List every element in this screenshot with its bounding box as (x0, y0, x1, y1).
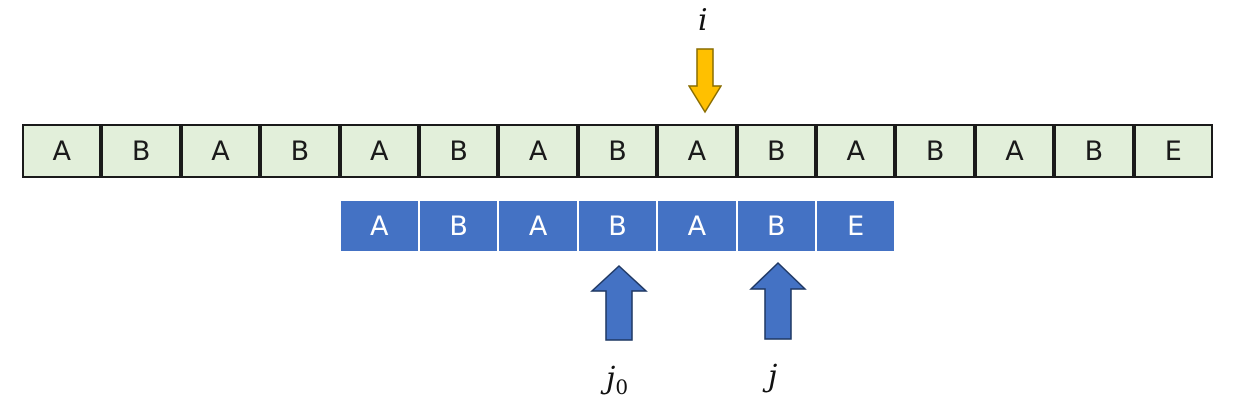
pointer-i-label: i (698, 3, 708, 38)
text-cell: A (339, 124, 419, 178)
text-cell: A (657, 124, 737, 178)
pointer-j-label: j (768, 359, 778, 394)
pattern-cell: B (419, 201, 499, 251)
pattern-cell: A (339, 201, 419, 251)
text-cell: A (22, 124, 102, 178)
pattern-cell: A (498, 201, 578, 251)
pointer-j0-label: j0 (606, 361, 629, 399)
text-cell: B (260, 124, 340, 178)
text-cell: A (498, 124, 578, 178)
pattern-cell: E (816, 201, 896, 251)
up-arrow-icon (590, 264, 648, 341)
pattern-cell: B (736, 201, 816, 251)
text-cell: A (816, 124, 896, 178)
text-cell: E (1133, 124, 1213, 178)
down-arrow-icon (688, 48, 722, 114)
text-cell: B (101, 124, 181, 178)
text-cell: B (419, 124, 499, 178)
text-cell: A (180, 124, 261, 178)
text-cell: B (895, 124, 975, 178)
pointer-j0-subscript: 0 (615, 375, 629, 399)
text-cell: B (736, 124, 816, 178)
text-cell: A (974, 124, 1055, 178)
pattern-cell: A (657, 201, 737, 251)
text-cell: B (577, 124, 658, 178)
pattern-cell: B (577, 201, 658, 251)
up-arrow-icon (749, 261, 807, 340)
text-cell: B (1054, 124, 1134, 178)
